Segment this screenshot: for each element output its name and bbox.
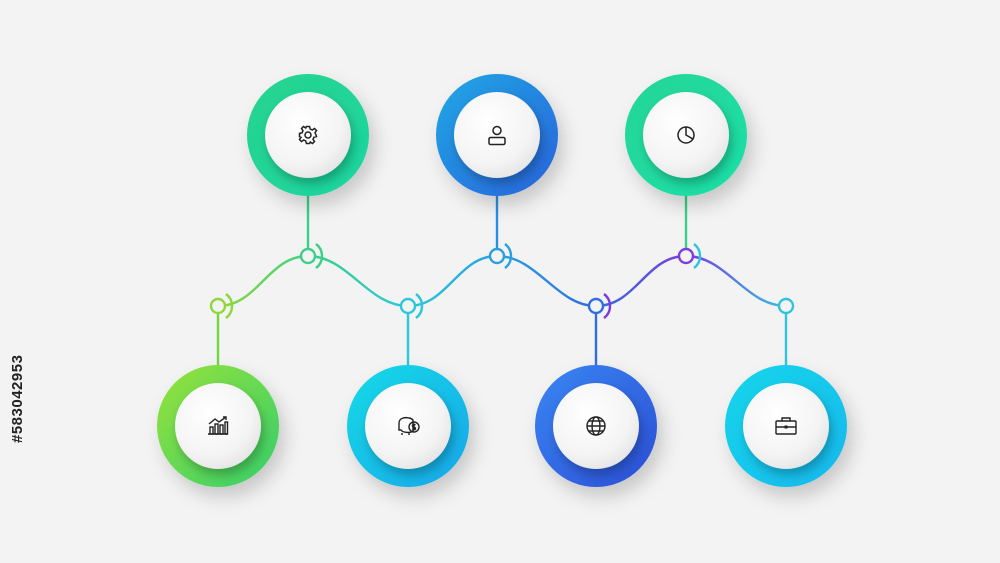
piggy-bank-icon	[398, 416, 420, 435]
node-bottom-4	[725, 365, 847, 487]
user-icon	[488, 125, 506, 146]
node-top-1	[247, 74, 369, 196]
wave-connector	[216, 254, 788, 308]
briefcase-icon	[775, 417, 797, 435]
bar-chart-growth-icon	[208, 416, 229, 435]
junction-bottom-4	[777, 297, 795, 315]
node-bottom-2	[347, 365, 469, 487]
gear-icon	[298, 125, 318, 145]
node-top-2	[436, 74, 558, 196]
globe-icon	[586, 416, 606, 436]
junction-top-2	[488, 243, 513, 269]
junction-bottom-1	[209, 293, 234, 319]
junction-bottom-3	[587, 293, 612, 319]
stock-id-label: #583042953	[9, 354, 26, 443]
junction-top-3	[677, 243, 702, 269]
node-top-3	[625, 74, 747, 196]
pie-chart-icon	[677, 126, 695, 144]
junction-bottom-2	[399, 293, 424, 319]
node-bottom-3	[535, 365, 657, 487]
junction-top-1	[299, 243, 324, 269]
node-bottom-1	[157, 365, 279, 487]
